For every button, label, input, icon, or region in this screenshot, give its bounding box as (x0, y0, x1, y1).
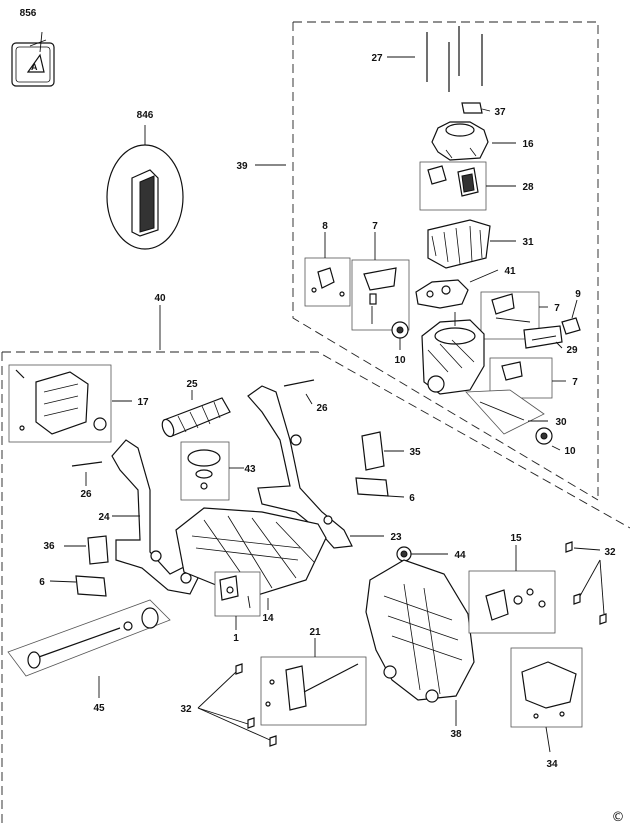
part-37[interactable] (461, 102, 491, 114)
part-9[interactable] (561, 299, 581, 335)
part-15-kit[interactable] (468, 545, 556, 634)
part-36-label[interactable] (64, 535, 109, 565)
callout-27: 27 (371, 53, 383, 64)
part-6-label-b[interactable] (49, 575, 107, 597)
callout-41: 41 (504, 266, 516, 277)
part-38-carriage[interactable] (365, 559, 475, 726)
callout-846: 846 (137, 110, 154, 121)
callout-23: 23 (390, 532, 402, 543)
screws-32-b[interactable] (565, 541, 607, 625)
callout-14: 14 (262, 613, 274, 624)
callout-35: 35 (409, 447, 421, 458)
part-30-kit[interactable] (465, 389, 548, 435)
callout-30: 30 (555, 417, 567, 428)
part-1-clamp[interactable] (214, 571, 261, 630)
screws-32-a[interactable] (197, 663, 277, 747)
callout-856: 856 (20, 8, 37, 19)
callout-29: 29 (566, 345, 578, 356)
copyright-symbol: © (612, 810, 625, 825)
part-45-shaft-kit[interactable] (7, 599, 171, 698)
part-7-bracket-kit-a[interactable] (351, 232, 410, 331)
callout-15: 15 (510, 533, 522, 544)
part-41-pendulum[interactable] (415, 269, 499, 309)
part-43-knob-kit[interactable] (180, 441, 244, 501)
laser-base-assembly[interactable] (421, 312, 485, 395)
callout-26a: 26 (316, 403, 328, 414)
group-40-boundary (2, 351, 630, 529)
group-39-boundary (293, 21, 599, 500)
callout-7a: 7 (372, 221, 378, 232)
svg-text:A: A (31, 62, 38, 72)
part-35-label[interactable] (361, 431, 404, 471)
part-6-label-a[interactable] (355, 477, 405, 498)
pin-26-b[interactable] (71, 461, 103, 486)
part-44-knob[interactable] (396, 546, 448, 562)
callout-7b: 7 (554, 303, 560, 314)
callout-28: 28 (522, 182, 534, 193)
callout-34: 34 (546, 759, 558, 770)
part-24-leg-left[interactable] (111, 439, 199, 595)
part-25-roller[interactable] (160, 390, 231, 438)
label-846[interactable] (106, 125, 184, 250)
callout-32b: 32 (180, 704, 192, 715)
callout-32a: 32 (604, 547, 616, 558)
callout-7c: 7 (572, 377, 578, 388)
callout-21: 21 (309, 627, 321, 638)
part-31-body[interactable] (427, 219, 516, 269)
part-28-window-set[interactable] (419, 161, 516, 211)
group-39-boundary-lower (292, 22, 599, 501)
part-8-bracket-kit[interactable] (304, 232, 351, 307)
nut-10-a[interactable] (391, 321, 409, 350)
callout-1: 1 (233, 633, 239, 644)
callout-40: 40 (154, 293, 166, 304)
callout-24: 24 (98, 512, 110, 523)
callout-43: 43 (244, 464, 256, 475)
callout-39: 39 (236, 161, 248, 172)
callout-44: 44 (454, 550, 466, 561)
callout-45: 45 (93, 703, 105, 714)
callout-26b: 26 (80, 489, 92, 500)
callout-10b: 10 (564, 446, 576, 457)
callout-38: 38 (450, 729, 462, 740)
part-21-handle-kit[interactable] (260, 638, 367, 726)
part-34-cover-kit[interactable] (510, 647, 583, 753)
callout-6a: 6 (409, 493, 415, 504)
callout-6b: 6 (39, 577, 45, 588)
callout-16: 16 (522, 139, 534, 150)
callout-8: 8 (322, 221, 328, 232)
pin-26-a[interactable] (283, 379, 315, 405)
part-14-platform[interactable] (175, 507, 327, 610)
nut-10-b[interactable] (535, 427, 561, 451)
callout-17: 17 (137, 397, 149, 408)
part-16-top-housing[interactable] (431, 121, 516, 161)
part-17-plate-kit[interactable] (8, 364, 132, 443)
callout-36: 36 (43, 541, 55, 552)
callout-9: 9 (575, 289, 581, 300)
callout-31: 31 (522, 237, 534, 248)
warning-label-856[interactable]: A (11, 31, 55, 87)
rods-27[interactable] (387, 26, 483, 92)
part-23-leg-right[interactable] (247, 385, 384, 549)
callout-10a: 10 (394, 355, 406, 366)
callout-25: 25 (186, 379, 198, 390)
part-29[interactable] (523, 325, 563, 349)
callout-37: 37 (494, 107, 506, 118)
